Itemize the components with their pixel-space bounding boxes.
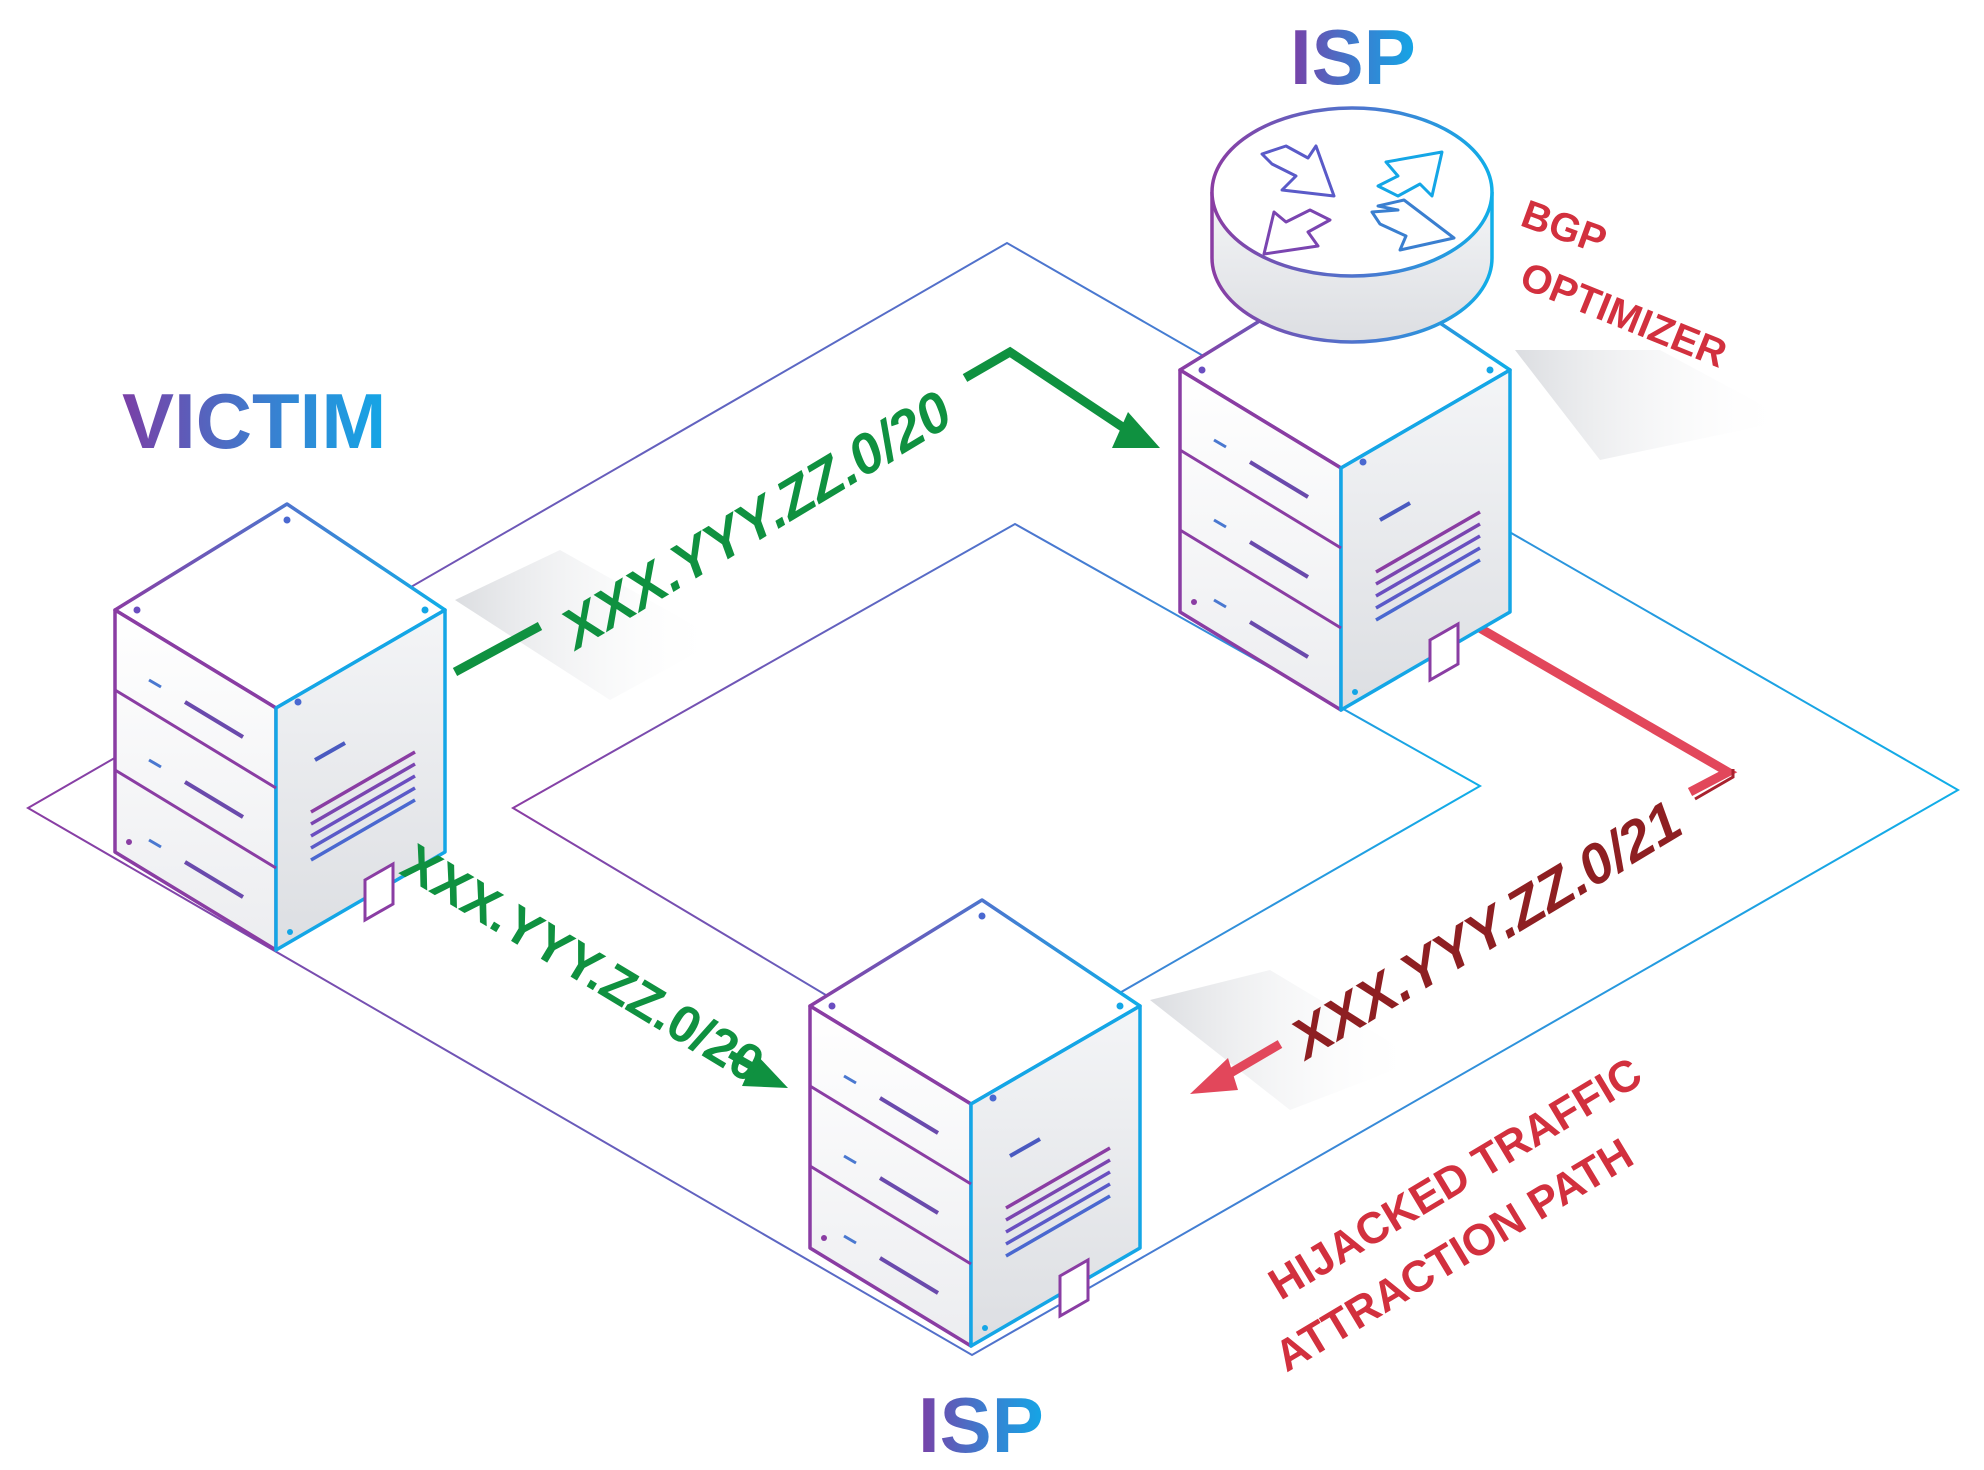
- isp-bottom-label: ISP: [918, 1381, 1044, 1469]
- isp-top-label: ISP: [1290, 13, 1416, 101]
- arrow-head-icon: [1190, 1058, 1238, 1094]
- arrow-head-icon: [742, 1054, 788, 1088]
- victim-label: VICTIM: [122, 377, 387, 465]
- router-arrows-icon: [1210, 106, 1494, 344]
- arrow-head-icon: [1112, 412, 1160, 448]
- route-line-victim-to-isp-top: [452, 346, 1160, 676]
- server-shadows: [455, 350, 1790, 1110]
- route-line-hijack: [1190, 608, 1738, 1094]
